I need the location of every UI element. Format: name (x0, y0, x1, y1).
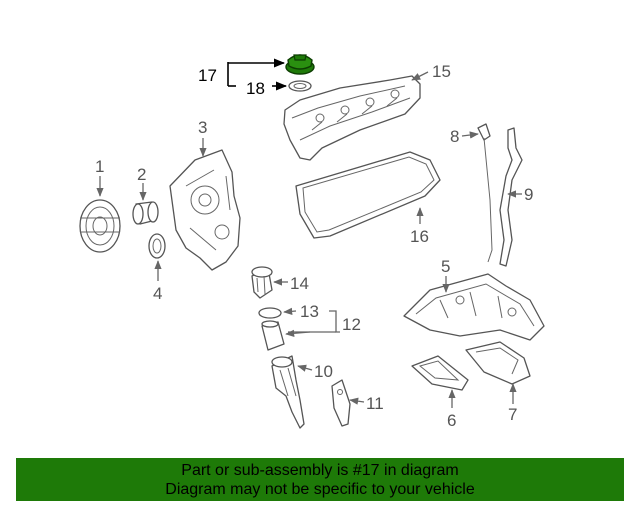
part-9-dipstick-tube[interactable] (499, 127, 523, 267)
part-3-timing-cover[interactable] (169, 149, 241, 271)
callout-2[interactable]: 2 (137, 165, 146, 184)
callout-8[interactable]: 8 (450, 127, 459, 146)
callout-labels: 17 18 15 16 1 2 3 4 14 13 12 10 11 8 9 5… (95, 62, 533, 430)
callout-12[interactable]: 12 (342, 315, 361, 334)
callout-17[interactable]: 17 (198, 66, 217, 85)
callout-14[interactable]: 14 (290, 274, 309, 293)
callout-7[interactable]: 7 (508, 405, 517, 424)
part-11-bracket[interactable] (331, 379, 351, 427)
part-7-baffle[interactable] (465, 341, 531, 385)
banner-line-1: Part or sub-assembly is #17 in diagram (181, 462, 459, 479)
callout-15[interactable]: 15 (432, 62, 451, 81)
callout-11[interactable]: 11 (366, 394, 384, 413)
part-6-lower-pan[interactable] (411, 355, 469, 391)
callout-4[interactable]: 4 (153, 284, 162, 303)
callout-13[interactable]: 13 (300, 302, 319, 321)
part-1-pulley[interactable] (79, 199, 121, 253)
part-4-seal[interactable] (148, 233, 166, 259)
part-17-oil-filler-cap[interactable] (285, 54, 315, 75)
callout-9[interactable]: 9 (524, 185, 533, 204)
callout-18[interactable]: 18 (246, 79, 265, 98)
callout-1[interactable]: 1 (95, 157, 104, 176)
part-8-dipstick[interactable] (477, 123, 493, 263)
part-14-filter-cap[interactable] (251, 266, 273, 299)
callout-10[interactable]: 10 (314, 362, 333, 381)
callout-6[interactable]: 6 (447, 411, 456, 430)
banner-line-2: Diagram may not be specific to your vehi… (165, 481, 475, 498)
callout-5[interactable]: 5 (441, 257, 450, 276)
part-13-o-ring[interactable] (258, 307, 282, 319)
part-2-bushing[interactable] (132, 201, 159, 225)
part-10-filter-housing[interactable] (271, 355, 305, 429)
part-5-oil-pan[interactable] (403, 273, 545, 341)
callout-3[interactable]: 3 (198, 118, 207, 137)
part-12-filter-element[interactable] (261, 320, 285, 351)
parts-diagram: 17 18 15 16 1 2 3 4 14 13 12 10 11 8 9 5… (79, 54, 545, 430)
info-banner: Part or sub-assembly is #17 in diagram D… (16, 458, 624, 501)
part-18-seal-ring[interactable] (288, 80, 312, 92)
leader-lines (96, 58, 522, 408)
part-16-gasket[interactable] (295, 151, 441, 239)
part-15-cylinder-head-cover[interactable] (283, 75, 421, 161)
callout-16[interactable]: 16 (410, 227, 429, 246)
